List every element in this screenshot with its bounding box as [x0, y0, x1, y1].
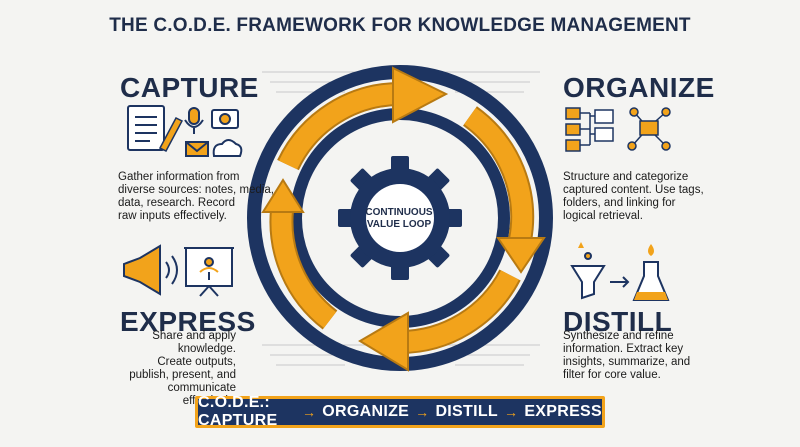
cloud-icon [212, 139, 243, 157]
folder-network-icon [627, 107, 671, 151]
banner-organize: ORGANIZE [322, 403, 410, 420]
camera-icon [211, 109, 239, 129]
center-label: CONTINUOUS VALUE LOOP [365, 207, 433, 230]
notebook-icon [127, 105, 165, 151]
microphone-icon [184, 107, 204, 134]
banner-capture: C.O.D.E.: CAPTURE [198, 394, 278, 429]
arrow-right-icon: → [301, 404, 317, 420]
funnel-icon [570, 242, 606, 300]
arrow-right-icon: → [504, 404, 519, 420]
express-description: Share and apply knowledge. Create output… [129, 330, 236, 407]
arrow-right-icon: → [415, 404, 430, 420]
organize-title: ORGANIZE [563, 72, 715, 103]
presentation-board-icon [184, 247, 234, 297]
organize-description: Structure and categorize captured conten… [563, 171, 704, 222]
express-title: EXPRESS [120, 306, 256, 337]
megaphone-icon [123, 244, 178, 296]
distill-title: DISTILL [563, 306, 673, 337]
banner-distill: DISTILL [435, 403, 498, 420]
sequence-banner: C.O.D.E.: CAPTURE → ORGANIZE → DISTILL →… [195, 394, 605, 429]
capture-description: Gather information from diverse sources:… [118, 171, 274, 222]
folder-tree-icon [565, 107, 614, 152]
banner-express: EXPRESS [524, 403, 602, 420]
envelope-icon [185, 141, 209, 157]
flask-icon [610, 244, 670, 301]
gear-icon [338, 156, 462, 280]
capture-title: CAPTURE [120, 72, 259, 103]
arrow-heads [261, 66, 546, 372]
distill-description: Synthesize and refine information. Extra… [563, 330, 691, 381]
gold-arrows [269, 82, 535, 354]
pencil-icon [158, 117, 184, 152]
page-title: THE C.O.D.E. FRAMEWORK FOR KNOWLEDGE MAN… [109, 15, 691, 36]
